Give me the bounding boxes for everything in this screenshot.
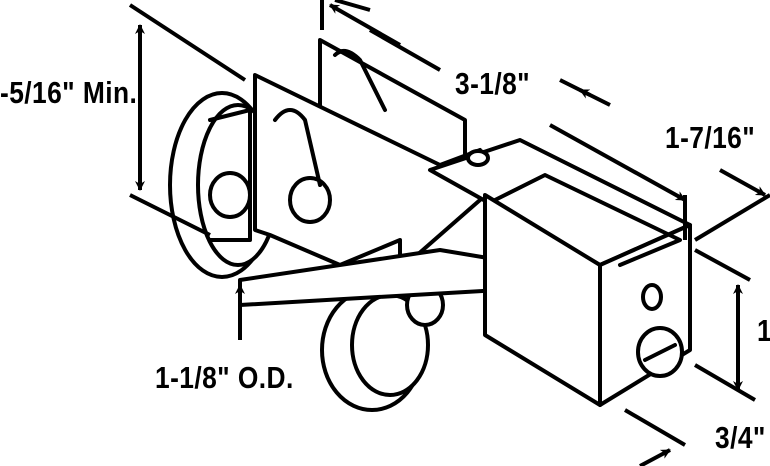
axle-pin [288, 176, 332, 224]
depth-label: 1-7/16" [665, 120, 756, 155]
wheel-od-label: 1-1/8" O.D. [155, 360, 294, 395]
front-wheel [320, 288, 430, 412]
bottom-rail [238, 248, 502, 307]
min-height-label: -5/16" Min. [0, 75, 138, 110]
adjust-hole [641, 283, 663, 311]
dimension-lines [128, 0, 770, 466]
width-label: 3/4" [715, 420, 766, 455]
length-label: 3-1/8" [455, 66, 531, 101]
height-label: 1 [757, 313, 770, 349]
axle-pin [208, 171, 252, 219]
